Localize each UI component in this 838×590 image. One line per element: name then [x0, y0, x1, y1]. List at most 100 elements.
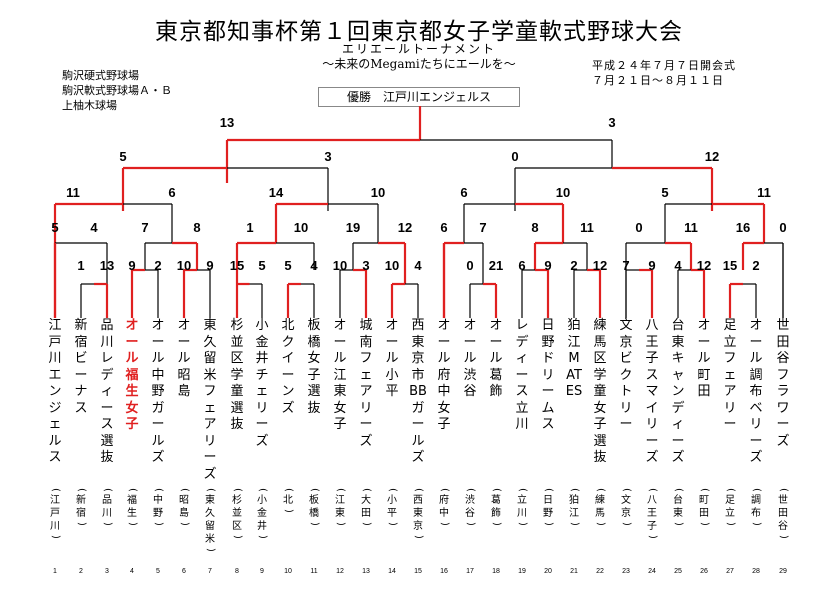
team-area: 小平	[383, 486, 401, 528]
team-name: 練馬区学童女子選抜	[593, 318, 607, 465]
team-name: 東久留米フェアリーズ	[203, 318, 217, 482]
venue-1: 駒沢硬式野球場	[62, 69, 139, 82]
team-area: 昭島	[175, 486, 193, 528]
tournament-subtitle: エリエールトーナメント	[341, 42, 496, 56]
team-area: 江戸川	[46, 486, 64, 541]
team-name: 足立フェアリー	[723, 318, 737, 432]
score-label: 0	[466, 258, 473, 273]
score-label: 15	[723, 258, 737, 273]
score-label: 5	[51, 220, 58, 235]
team-name: 小金井チェリーズ	[255, 318, 269, 449]
team-number: 4	[130, 568, 134, 575]
team-area: 町田	[695, 486, 713, 528]
team-name: 日野ドリームス	[541, 318, 555, 432]
team-area: 渋谷	[461, 486, 479, 528]
team-number: 1	[53, 568, 57, 575]
score-label: 4	[674, 258, 682, 273]
team-number: 2	[79, 568, 83, 575]
score-label: 3	[362, 258, 369, 273]
score-label: 21	[489, 258, 503, 273]
score-label: 19	[346, 220, 360, 235]
team-name: 城南フェアリーズ	[359, 318, 373, 449]
team-number: 26	[700, 568, 708, 575]
score-label: 6	[460, 185, 467, 200]
score-label: 10	[294, 220, 308, 235]
score-label: 10	[177, 258, 191, 273]
team-number: 13	[362, 568, 370, 575]
score-label: 11	[757, 185, 771, 200]
team-area: 江東	[331, 486, 349, 528]
team-number: 19	[518, 568, 526, 575]
team-number: 11	[310, 568, 318, 575]
score-label: 4	[414, 258, 422, 273]
team-number: 14	[388, 568, 396, 575]
team-area: 中野	[149, 486, 167, 528]
team-area: 狛江	[565, 486, 583, 528]
team-area: 西東京	[409, 486, 427, 541]
score-label: 4	[90, 220, 98, 235]
score-label: 10	[385, 258, 399, 273]
team-number: 8	[235, 568, 239, 575]
team-area: 調布	[747, 486, 765, 528]
team-area: 台東	[669, 486, 687, 528]
score-label: 9	[648, 258, 655, 273]
team-number: 6	[182, 568, 186, 575]
score-label: 6	[168, 185, 175, 200]
team-number: 16	[440, 568, 448, 575]
team-number: 20	[544, 568, 552, 575]
score-label: 5	[258, 258, 265, 273]
team-number: 5	[156, 568, 160, 575]
score-label: 5	[661, 185, 668, 200]
score-label: 0	[635, 220, 642, 235]
team-number: 22	[596, 568, 604, 575]
team-name: オール江東女子	[333, 318, 347, 432]
score-label: 7	[479, 220, 486, 235]
score-label: 5	[284, 258, 291, 273]
team-name: オール小平	[385, 318, 399, 399]
team-area: 品川	[98, 486, 116, 528]
score-label: 12	[398, 220, 412, 235]
team-number: 17	[466, 568, 474, 575]
venue-2: 駒沢軟式野球場Ａ・Ｂ	[62, 84, 172, 97]
team-area: 東久留米	[201, 486, 219, 554]
team-number: 10	[284, 568, 292, 575]
team-name: 八王子スマイリーズ	[645, 318, 659, 465]
game-dates: ７月２１日～８月１１日	[592, 74, 724, 87]
score-label: 12	[705, 149, 719, 164]
team-area: 杉並区	[228, 486, 246, 541]
team-name: オール町田	[697, 318, 711, 399]
team-name: レディース立川	[515, 318, 529, 432]
score-label: 0	[511, 149, 518, 164]
score-label: 9	[128, 258, 135, 273]
team-area: 板橋	[305, 486, 323, 528]
team-name: 狛江MATES	[565, 318, 583, 399]
venue-3: 上柚木球場	[62, 99, 117, 112]
team-number: 15	[414, 568, 422, 575]
score-label: 15	[230, 258, 244, 273]
score-label: 7	[141, 220, 148, 235]
score-label: 11	[580, 220, 594, 235]
score-label: 10	[371, 185, 385, 200]
team-name: 北クイーンズ	[281, 318, 295, 416]
team-name: オール昭島	[177, 318, 191, 399]
team-name: 西東京市BBガールズ	[409, 318, 427, 465]
score-label: 16	[736, 220, 750, 235]
team-area: 世田谷	[774, 486, 792, 541]
score-label: 12	[697, 258, 711, 273]
team-area: 府中	[435, 486, 453, 528]
team-area: 新宿	[72, 486, 90, 528]
team-number: 12	[336, 568, 344, 575]
opening-date: 平成２４年７月７日開会式	[592, 59, 736, 72]
score-label: 14	[269, 185, 284, 200]
score-label: 10	[333, 258, 347, 273]
team-name: オール調布ベリーズ	[749, 318, 763, 465]
team-area: 葛飾	[487, 486, 505, 528]
team-number: 29	[779, 568, 787, 575]
score-label: 9	[544, 258, 551, 273]
score-label: 8	[193, 220, 200, 235]
team-name: 文京ビクトリー	[619, 318, 633, 432]
score-label: 4	[310, 258, 318, 273]
team-name: 世田谷フラワーズ	[776, 318, 790, 449]
score-label: 0	[779, 220, 786, 235]
